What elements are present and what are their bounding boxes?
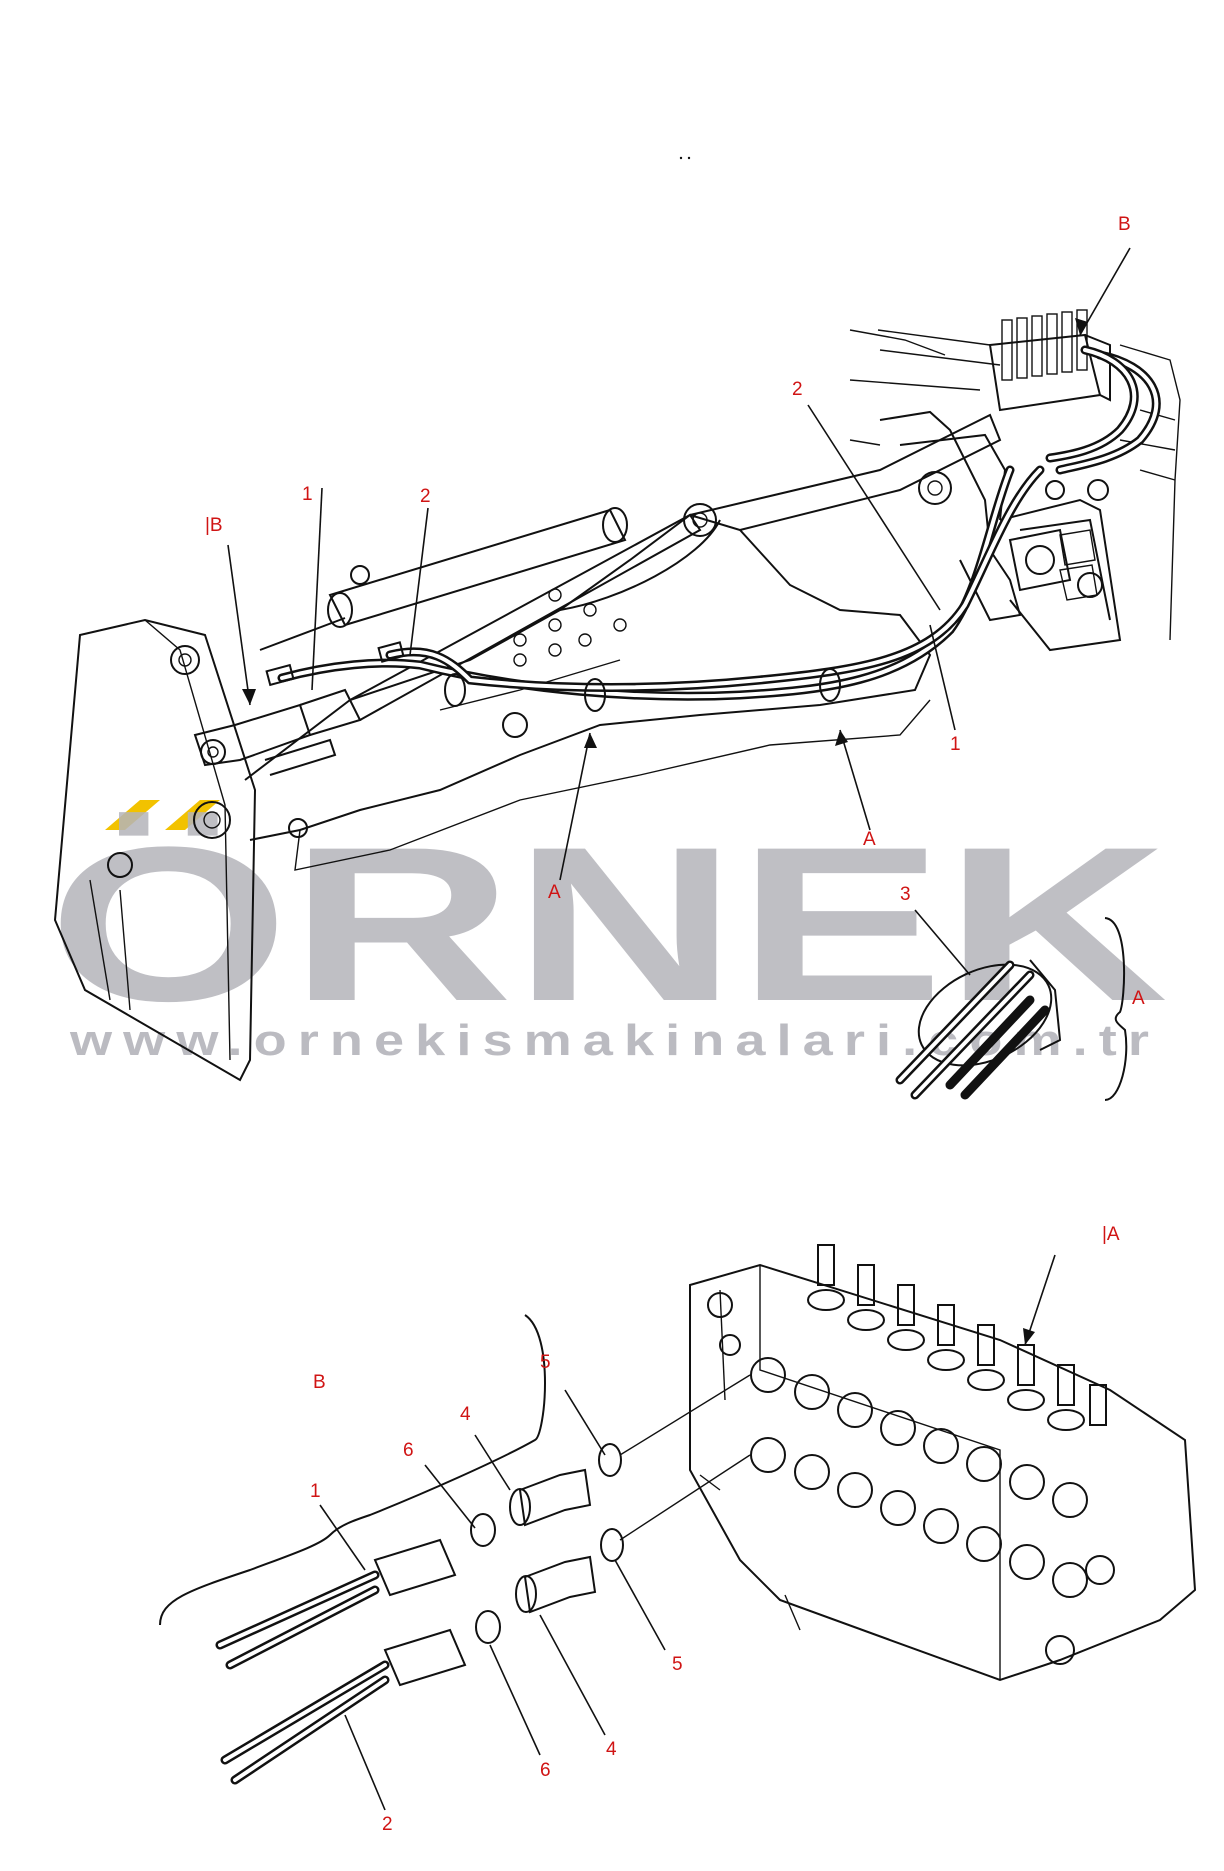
label-lower-a: |A — [1102, 1224, 1120, 1245]
hose-2-end — [220, 1660, 390, 1785]
detail-a-clamp — [895, 909, 1128, 1101]
valve-sections — [707, 1292, 1115, 1665]
label-upper-2-right: 2 — [792, 379, 803, 400]
top-dots — [679, 156, 691, 160]
hose-1-end — [215, 1570, 380, 1670]
leader-lines-lower — [319, 1254, 1056, 1811]
label-lower-4-top: 4 — [460, 1404, 471, 1425]
label-detail-3: 3 — [900, 884, 911, 905]
label-upper-2-left: 2 — [420, 486, 431, 507]
watermark-brand: ÖRNEK — [48, 801, 1168, 1047]
label-lower-5-top: 5 — [540, 1352, 551, 1373]
valve-levers-bottom — [807, 1244, 1107, 1431]
label-lower-5-bottom: 5 — [672, 1654, 683, 1675]
label-lower-b: B — [313, 1372, 326, 1393]
label-lower-6-bottom: 6 — [540, 1760, 551, 1781]
leader-lines-upper — [227, 247, 1131, 881]
label-lower-4-bottom: 4 — [606, 1739, 617, 1760]
callout-labels: B 2 1 2 |B 1 A A 3 A |A B 5 4 6 1 5 4 6 … — [205, 214, 1145, 1835]
label-upper-1-left: 1 — [302, 484, 313, 505]
label-lower-6-top: 6 — [403, 1440, 414, 1461]
valve-levers-top — [1001, 309, 1088, 381]
label-upper-a-left: A — [548, 882, 561, 903]
watermark: ÖRNEK www.ornekismakinalari.com.tr — [48, 800, 1168, 1065]
label-upper-b-left: |B — [205, 515, 223, 536]
label-upper-1-right: 1 — [950, 734, 961, 755]
label-detail-a: A — [1132, 988, 1145, 1009]
fittings-exploded — [159, 1314, 751, 1785]
label-upper-a-right: A — [863, 829, 876, 850]
label-upper-b: B — [1118, 214, 1131, 235]
label-lower-1: 1 — [310, 1481, 321, 1502]
watermark-umlaut-marks — [105, 800, 220, 830]
control-valve-drawing — [689, 1244, 1197, 1682]
boom-assembly-drawing — [53, 309, 1181, 1082]
label-lower-2: 2 — [382, 1814, 393, 1835]
